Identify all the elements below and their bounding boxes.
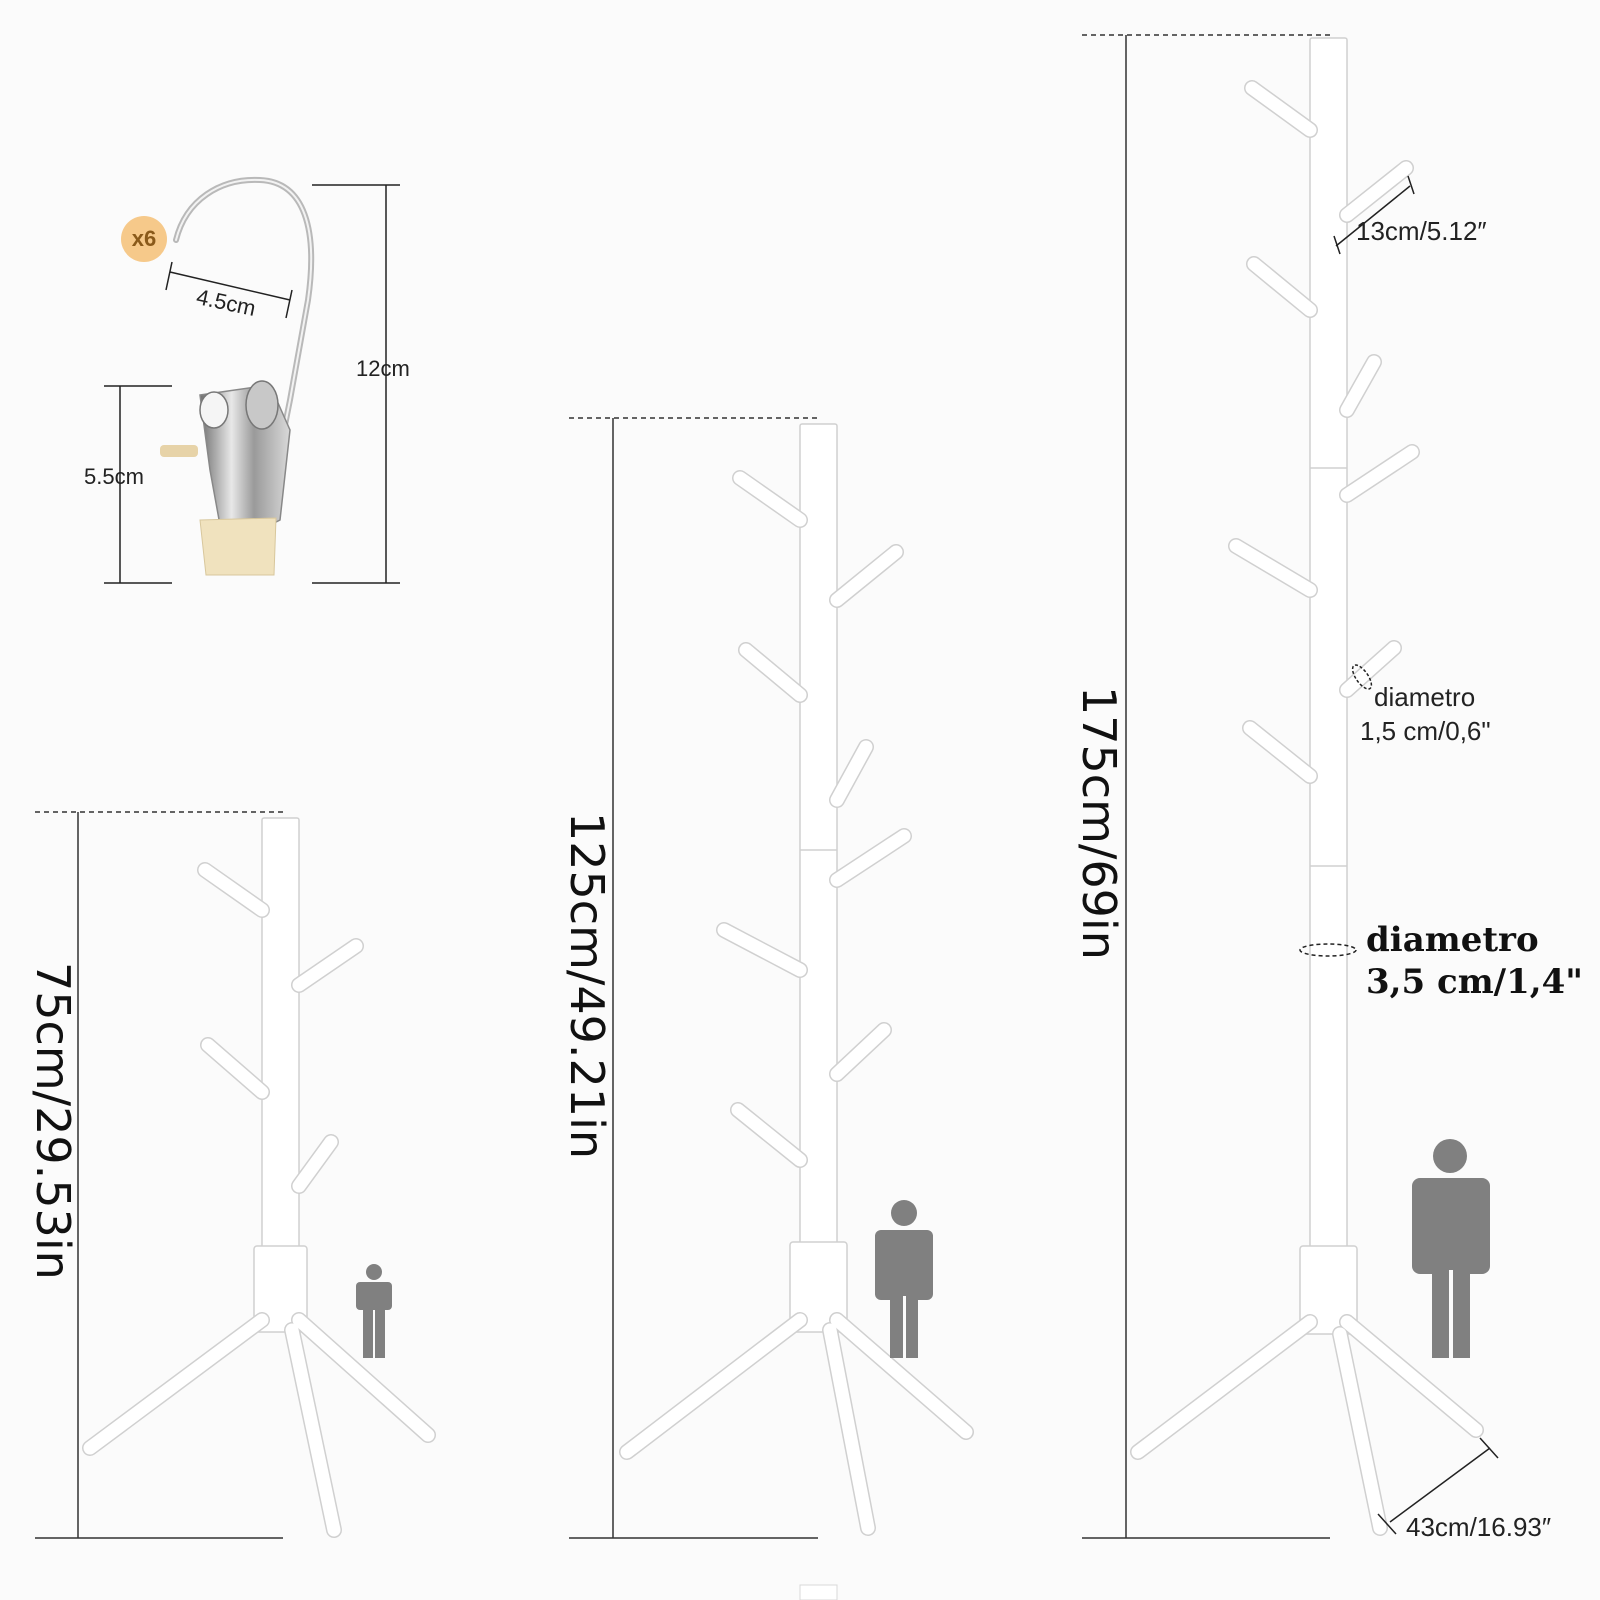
rack-hub <box>253 1245 308 1333</box>
rack-hub <box>789 1241 848 1333</box>
rack-medium-height-label: 125cm/49.21in <box>560 812 614 1160</box>
clip-grip <box>199 517 277 576</box>
clip-total-height-label: 12cm <box>356 356 410 381</box>
branch-diameter-line2: 1,5 cm/0,6" <box>1360 716 1491 746</box>
person-icon <box>1412 1139 1490 1358</box>
rack-small-height-label: 75cm/29.53in <box>26 962 80 1280</box>
branch-diameter-line1: diametro <box>1374 682 1476 712</box>
person-icon <box>875 1200 933 1358</box>
pole-diameter-line1: diametro <box>1366 920 1539 960</box>
clip-hanger-illustration <box>104 176 400 584</box>
branch-length-label: 13cm/5.12″ <box>1356 216 1487 246</box>
person-icon <box>356 1264 392 1358</box>
quantity-badge: x6 <box>121 216 167 262</box>
rack-small <box>35 811 436 1539</box>
rack-large-height-label: 175cm/69in <box>1072 686 1126 960</box>
base-width-label: 43cm/16.93″ <box>1406 1512 1552 1542</box>
pole-diameter-line2: 3,5 cm/1,4" <box>1366 962 1583 1002</box>
rack-hub <box>1299 1245 1358 1335</box>
clip-height-label: 5.5cm <box>84 464 144 489</box>
rack-medium <box>569 417 974 1600</box>
rack-pole <box>799 423 838 1245</box>
rack-large <box>1082 34 1499 1539</box>
